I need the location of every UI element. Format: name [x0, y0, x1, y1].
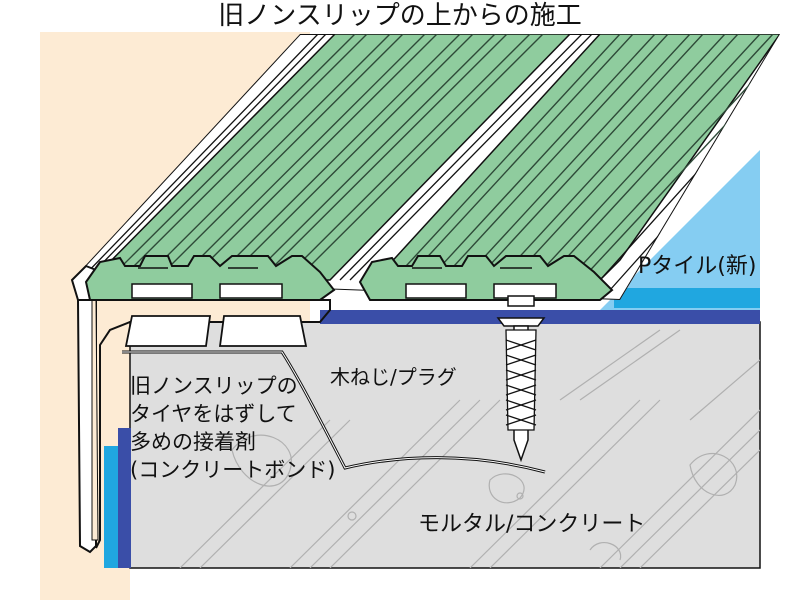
- label-old-nonslip: 旧ノンスリップの タイヤをはずして 多めの接着剤 (コンクリートボンド): [130, 372, 335, 484]
- plug-anchor-icon: [505, 329, 537, 431]
- label-ptile: Pタイル(新): [638, 254, 757, 279]
- nonslip-profile-left: [84, 255, 336, 301]
- adhesive-pad: [218, 315, 308, 347]
- ptile-surface: [600, 150, 760, 310]
- label-mortar-concrete: モルタル/コンクリート: [418, 512, 646, 537]
- label-screw-plug: 木ねじ/プラグ: [330, 365, 457, 389]
- old-nonslip-riser: [104, 446, 118, 568]
- old-nonslip-riser: [118, 428, 131, 568]
- label-old-nonslip-line: 多めの接着剤: [130, 430, 256, 454]
- label-old-nonslip-line: 旧ノンスリップの: [130, 374, 298, 398]
- adhesive-pad: [124, 315, 212, 347]
- ptile-edge: [614, 288, 760, 308]
- label-old-nonslip-line: タイヤをはずして: [130, 402, 297, 426]
- old-tile-layer: [320, 310, 760, 324]
- aluminum-nosing: [70, 264, 97, 554]
- page-title: 旧ノンスリップの上からの施工: [218, 1, 582, 31]
- label-old-nonslip-line: (コンクリートボンド): [130, 458, 336, 482]
- concrete-body: [129, 321, 761, 569]
